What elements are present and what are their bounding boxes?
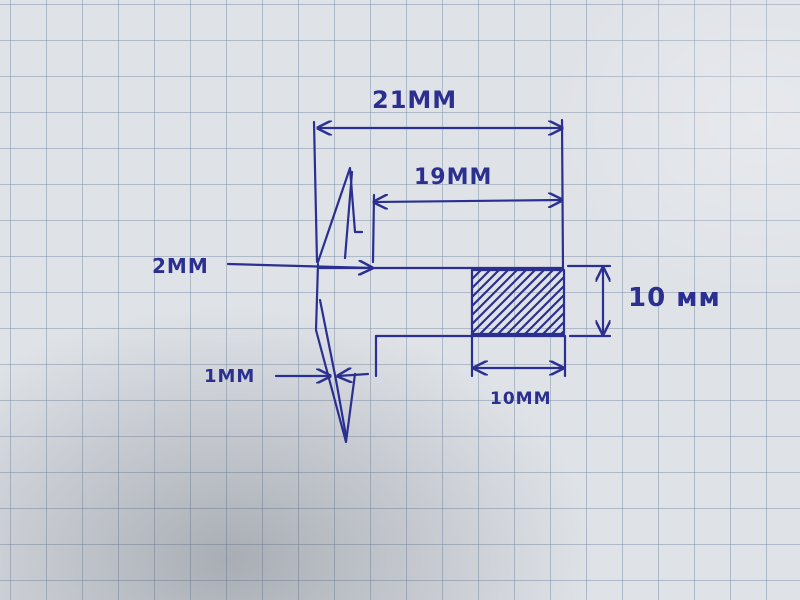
hatch-line [550, 320, 566, 336]
label-1mm: 1MM [204, 366, 255, 387]
hatch-line [470, 268, 501, 299]
hatch-line [470, 268, 510, 308]
hatch-line [523, 293, 566, 336]
hatch-line [505, 275, 566, 336]
hatch-line [470, 268, 492, 290]
dimension-2mm: 2MM [152, 254, 372, 278]
dimension-line-19mm [374, 200, 562, 202]
hatch-line [470, 268, 519, 317]
hatch-line [470, 268, 528, 326]
hatch-line [496, 268, 564, 336]
label-10mm-width: 10MM [490, 389, 552, 409]
hatch-line [487, 268, 555, 336]
blade-bottom-inner [318, 298, 348, 438]
hatch-line [532, 302, 566, 336]
hatched-block [470, 268, 566, 336]
label-21mm: 21MM [372, 86, 457, 114]
extension-line-inner [371, 193, 376, 264]
extension-line-left [312, 120, 319, 264]
dimension-1mm: 1MM [204, 366, 370, 387]
leader-1mm-right [338, 374, 370, 376]
hatch-line [559, 329, 566, 336]
blade-bottom-edge [314, 262, 357, 444]
hatch-line [478, 268, 546, 336]
hatch-line [514, 284, 566, 336]
blade-top-inner [343, 170, 354, 260]
label-10mm-height: 10 мм [628, 283, 721, 313]
label-19mm: 19MM [414, 165, 492, 190]
dimension-inner-width: 19MM [371, 165, 562, 264]
extension-line-right [560, 118, 565, 272]
hatch-line [470, 268, 537, 335]
label-2mm: 2MM [152, 254, 209, 278]
dimension-block-width: 10MM [470, 332, 567, 409]
hatch-line [541, 311, 566, 336]
dimension-overall-width: 21MM [312, 86, 565, 272]
blade-top-edge [316, 166, 364, 264]
leader-2mm [226, 264, 372, 268]
block-hatching [470, 268, 566, 336]
dimension-block-height: 10 мм [566, 264, 721, 338]
blade-profile [314, 166, 364, 444]
hatch-line [470, 268, 483, 281]
